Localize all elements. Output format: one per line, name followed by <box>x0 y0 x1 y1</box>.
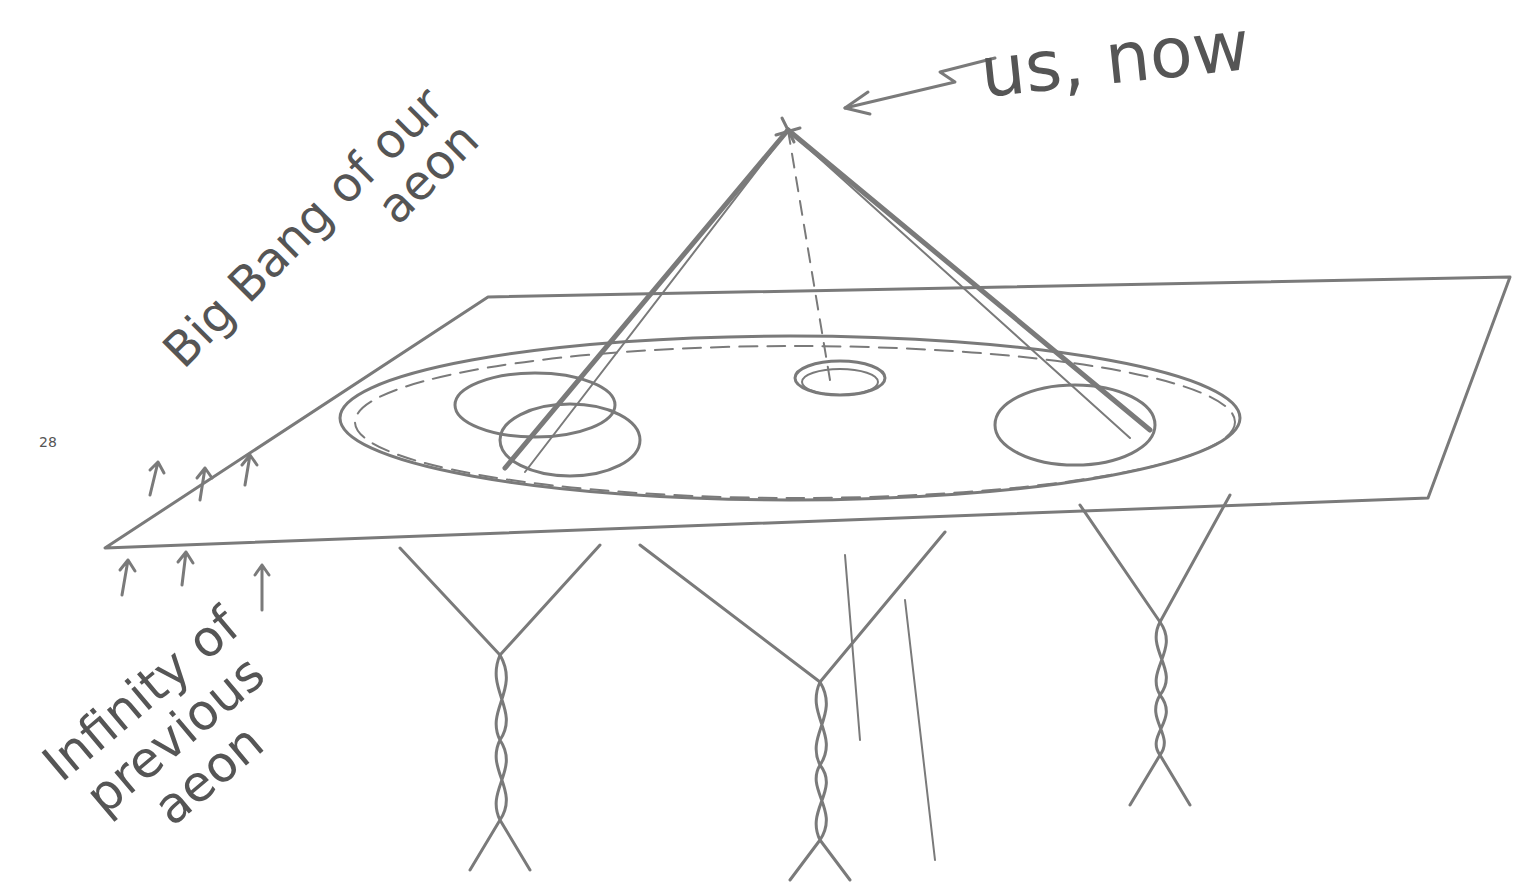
circle <box>795 361 885 395</box>
twisted-worldline <box>470 655 530 870</box>
up-arrow <box>242 455 257 485</box>
circle <box>802 369 878 395</box>
light-cone-edge <box>788 130 1150 430</box>
stray-line <box>845 555 935 860</box>
up-arrow <box>120 560 135 595</box>
up-arrow <box>197 468 212 500</box>
light-cone-edge <box>788 130 1130 438</box>
twisted-worldline <box>1130 622 1190 805</box>
big-bang-label: Big Bang of our aeon <box>112 77 487 452</box>
infinity-label: Infinity of previous aeon <box>2 572 348 887</box>
observer-label: us, now <box>952 7 1278 114</box>
past-light-cone-ellipse <box>340 336 1240 500</box>
light-cone-edge <box>525 130 788 472</box>
apex-mark <box>776 118 800 142</box>
light-cone-edge <box>505 130 788 468</box>
arrow-head <box>845 92 870 114</box>
twisted-worldline <box>790 682 850 880</box>
page-number: 28 <box>28 435 68 450</box>
ellipse-echo <box>355 346 1235 498</box>
previous-cone <box>1080 495 1230 622</box>
up-arrow <box>150 462 164 495</box>
up-arrow <box>255 565 269 610</box>
previous-cone <box>400 545 600 655</box>
previous-cone <box>640 532 945 682</box>
zigzag-arrow <box>845 58 995 108</box>
circle <box>995 385 1155 465</box>
light-cone-edge <box>788 130 830 380</box>
up-arrow <box>178 552 193 585</box>
